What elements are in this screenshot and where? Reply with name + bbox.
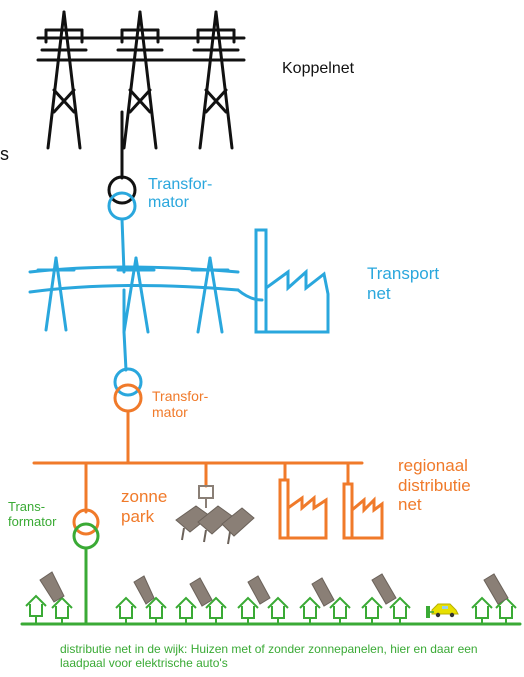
factory-icon [254, 228, 330, 334]
solar-panel-icon [189, 577, 213, 607]
solar-panel-icon [175, 505, 255, 545]
transformator-3-label: Trans- formator [8, 499, 57, 529]
solar-panel-icon [39, 571, 65, 603]
house-icon [51, 596, 73, 624]
regional-distribution-net [32, 409, 384, 540]
cropped-text-fragment: s [0, 144, 9, 164]
pylon-icon [116, 10, 164, 150]
regional-distribution-label: regionaal distributie net [398, 456, 471, 515]
house-icon [205, 596, 227, 624]
pylon-icon [116, 256, 156, 334]
house-icon [299, 596, 321, 624]
solar-panel-icon [371, 573, 397, 605]
car-icon [431, 603, 459, 618]
pylon-icon [40, 10, 88, 150]
transformator-2-label: Transfor- mator [152, 388, 209, 421]
house-icon [145, 596, 167, 624]
factory-icon [342, 482, 384, 540]
charging-point [426, 603, 459, 618]
houses-row [25, 594, 517, 624]
house-icon [115, 596, 137, 624]
house-icon [471, 596, 493, 624]
transformer-icon [72, 508, 100, 550]
pylon-icon [36, 256, 76, 332]
solar-panel-icon [311, 577, 335, 607]
solar-inverter-icon [198, 485, 214, 499]
koppelnet-pylons [36, 10, 246, 180]
house-icon [267, 596, 289, 624]
house-icon [361, 596, 383, 624]
house-icon [237, 596, 259, 624]
solar-park-label: zonne park [121, 487, 168, 526]
koppelnet-label: Koppelnet [282, 60, 355, 77]
house-icon [329, 596, 351, 624]
factory-icon [278, 478, 328, 540]
transport-net [28, 217, 330, 372]
local-distribution-net [20, 546, 522, 626]
house-icon [175, 596, 197, 624]
transformator-1-label: Transfor- mator [148, 176, 213, 212]
house-icon [25, 594, 47, 624]
transformer-icon [107, 175, 137, 221]
neighbourhood-net-caption: distributie net in de wijk: Huizen met o… [60, 642, 478, 670]
solar-panel-icon [247, 575, 271, 605]
pylon-icon [190, 256, 230, 334]
rooftop-solar-panels [39, 571, 509, 607]
solar-park [175, 485, 255, 545]
transport-net-label: Transport net [367, 264, 440, 303]
pylon-icon [192, 10, 240, 150]
house-icon [389, 596, 411, 624]
solar-panel-icon [133, 575, 155, 605]
solar-panel-icon [483, 573, 509, 605]
transformer-icon [113, 367, 143, 413]
